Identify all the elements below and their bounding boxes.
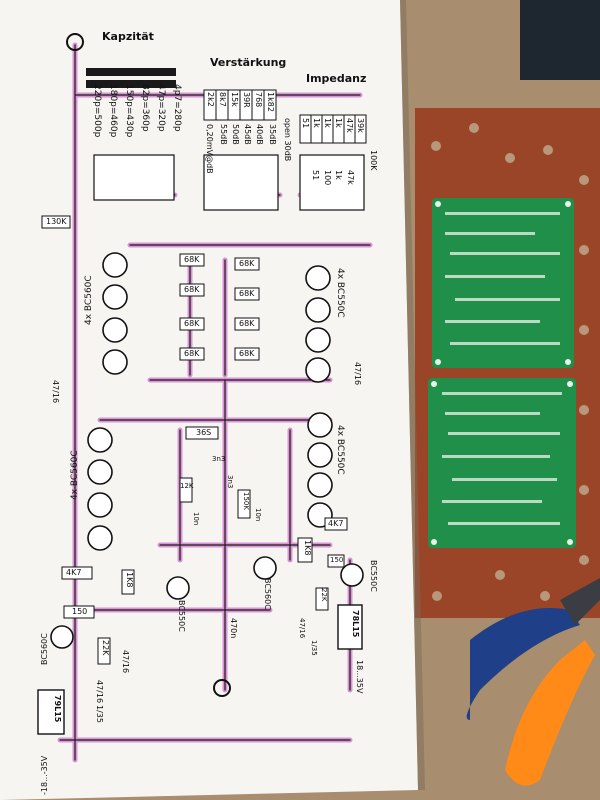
r68k-label-1: 68K <box>184 255 200 264</box>
gain-db-6: open 30dB <box>283 118 292 162</box>
gain-db-1: 55dB <box>219 124 228 145</box>
bc560-array-label-mid: 4x BC560C <box>70 450 80 500</box>
supply-negative-label: -18...-35V <box>40 755 49 795</box>
bc550-array-label-top: 4x BC550C <box>335 268 345 318</box>
transistor-array-mid-left <box>87 427 113 551</box>
cap-value-2: 150p=430p <box>124 84 134 138</box>
resistors-68k <box>179 253 260 361</box>
pcb-board-lower <box>428 378 576 548</box>
imp-open-1: 100 <box>323 170 332 186</box>
imp-open-3: 47k <box>346 170 355 185</box>
cap-3n3-label-2: 3n3 <box>226 475 234 489</box>
gain-res-3: 39R <box>242 92 251 108</box>
gain-res-1: 8k7 <box>218 92 227 107</box>
gain-res-4: 768 <box>254 92 263 108</box>
section-label-impedanz: Impedanz <box>306 72 367 85</box>
regulator-78l15-label: 78L15 <box>351 610 360 638</box>
bc550c-label-c: BC550C <box>369 560 378 592</box>
verstaerkung-resistor-strip <box>203 89 277 121</box>
imp-open-2: 1k <box>334 170 343 180</box>
resistor-22k-label-right: 22K <box>320 588 328 602</box>
gain-res-0: 2k2 <box>206 92 215 107</box>
bc550-array-label-mid: 4x BC550C <box>335 425 345 475</box>
resistor-150-right: 150 <box>330 556 344 564</box>
cap-470n-label: 470n <box>229 618 238 639</box>
resistor-1k8-label: 1K8 <box>125 572 134 588</box>
resistor-4k7-left: 4K7 <box>66 568 82 577</box>
imp-res-3: 1k <box>334 118 343 128</box>
impedanz-switch <box>299 154 365 211</box>
gain-db-2: 50dB <box>231 124 240 145</box>
gain-db-0: 0,20mV@dB <box>205 124 214 174</box>
cap-10n-label-2: 10n <box>254 508 262 522</box>
transistor-array-top-right <box>305 265 331 383</box>
cap-1-35-right: 1/35 <box>310 640 318 656</box>
cap-47-16-right: 47/16 <box>353 362 362 386</box>
r68k-label-7: 68K <box>239 319 255 328</box>
cap-3n3-label-1: 3n3 <box>212 455 226 463</box>
section-label-verstaerkung: Verstärkung <box>210 56 287 69</box>
resistor-12k-label: 12K <box>180 482 194 490</box>
bc560c-label-b: BC560C <box>263 578 272 610</box>
regulator-79l15-box <box>37 689 65 735</box>
paper-shadow-edge <box>400 0 425 790</box>
cap-47-16-lower-mid: 47/16 <box>95 680 104 704</box>
misc-resistors <box>41 215 348 665</box>
r68k-label-4: 68K <box>184 349 200 358</box>
impedanz-resistor-strip <box>299 114 367 144</box>
gain-res-5: 1k82 <box>266 92 275 112</box>
gain-db-4: 40dB <box>255 124 264 145</box>
section-label-kapazitaet: Kapzität <box>102 30 154 43</box>
regulator-79l15-label: 79L15 <box>53 695 62 723</box>
gain-db-3: 45dB <box>243 124 252 145</box>
cap-47-16-left: 47/16 <box>51 380 60 404</box>
verstaerkung-switch <box>203 154 279 211</box>
imp-res-5: 39k <box>356 118 365 133</box>
resistor-150k-label: 150K <box>242 492 250 510</box>
resistor-150-label: 150 <box>72 607 88 616</box>
imp-open-4: 100K <box>369 150 378 171</box>
resistor-130k-label: 130K <box>46 217 67 226</box>
resistor-22k-label-left: 22K <box>101 640 110 656</box>
r68k-label-5: 68K <box>239 259 255 268</box>
resistor-4k7-right: 4K7 <box>328 519 344 528</box>
imp-res-4: 47k <box>345 118 354 133</box>
table-shadow-right <box>520 0 600 80</box>
r68k-label-2: 68K <box>184 285 200 294</box>
r68k-label-3: 68K <box>184 319 200 328</box>
regulator-78l15-box <box>337 604 363 650</box>
transistor-array-mid-right <box>307 412 333 528</box>
pcb-board-upper <box>432 198 574 368</box>
cap-value-5: 4p7=280p <box>172 84 182 132</box>
bc560c-label-d: BC560C <box>40 633 49 665</box>
bc560-array-label-top: 4x BC560C <box>84 275 94 325</box>
resistor-1k8-right: 1K8 <box>303 540 312 556</box>
supply-positive-label: 18...35V <box>355 660 364 694</box>
gain-res-2: 15k <box>230 92 239 107</box>
resistor-36s-label: 36S <box>196 428 212 437</box>
imp-res-1: 1k <box>312 118 321 128</box>
cap-value-1: 180p=460p <box>108 84 118 138</box>
cap-10n-label-1: 10n <box>192 512 200 526</box>
imp-res-2: 1k <box>323 118 332 128</box>
side-cutter-pliers <box>466 578 600 786</box>
cap-value-0: 220p=500p <box>92 84 102 138</box>
cap-value-4: 47p=320p <box>156 84 166 132</box>
cap-value-3: 82p=360p <box>140 84 150 132</box>
imp-res-0: 51 <box>301 118 310 129</box>
cap-47-16-lower-left: 47/16 <box>121 650 130 674</box>
imp-open-0: 51 <box>311 170 320 181</box>
transistor-array-top-left <box>102 252 128 375</box>
gain-db-5: 35dB <box>268 124 277 145</box>
r68k-label-8: 68K <box>239 349 255 358</box>
kapazitaet-capacitor-bank <box>86 68 176 201</box>
r68k-label-6: 68K <box>239 289 255 298</box>
bc550c-label-a: BC550C <box>177 600 186 632</box>
cap-1-35-left: 1/35 <box>95 705 104 723</box>
cap-47-16-lower-right: 47/16 <box>298 618 306 639</box>
single-transistors <box>50 556 364 649</box>
